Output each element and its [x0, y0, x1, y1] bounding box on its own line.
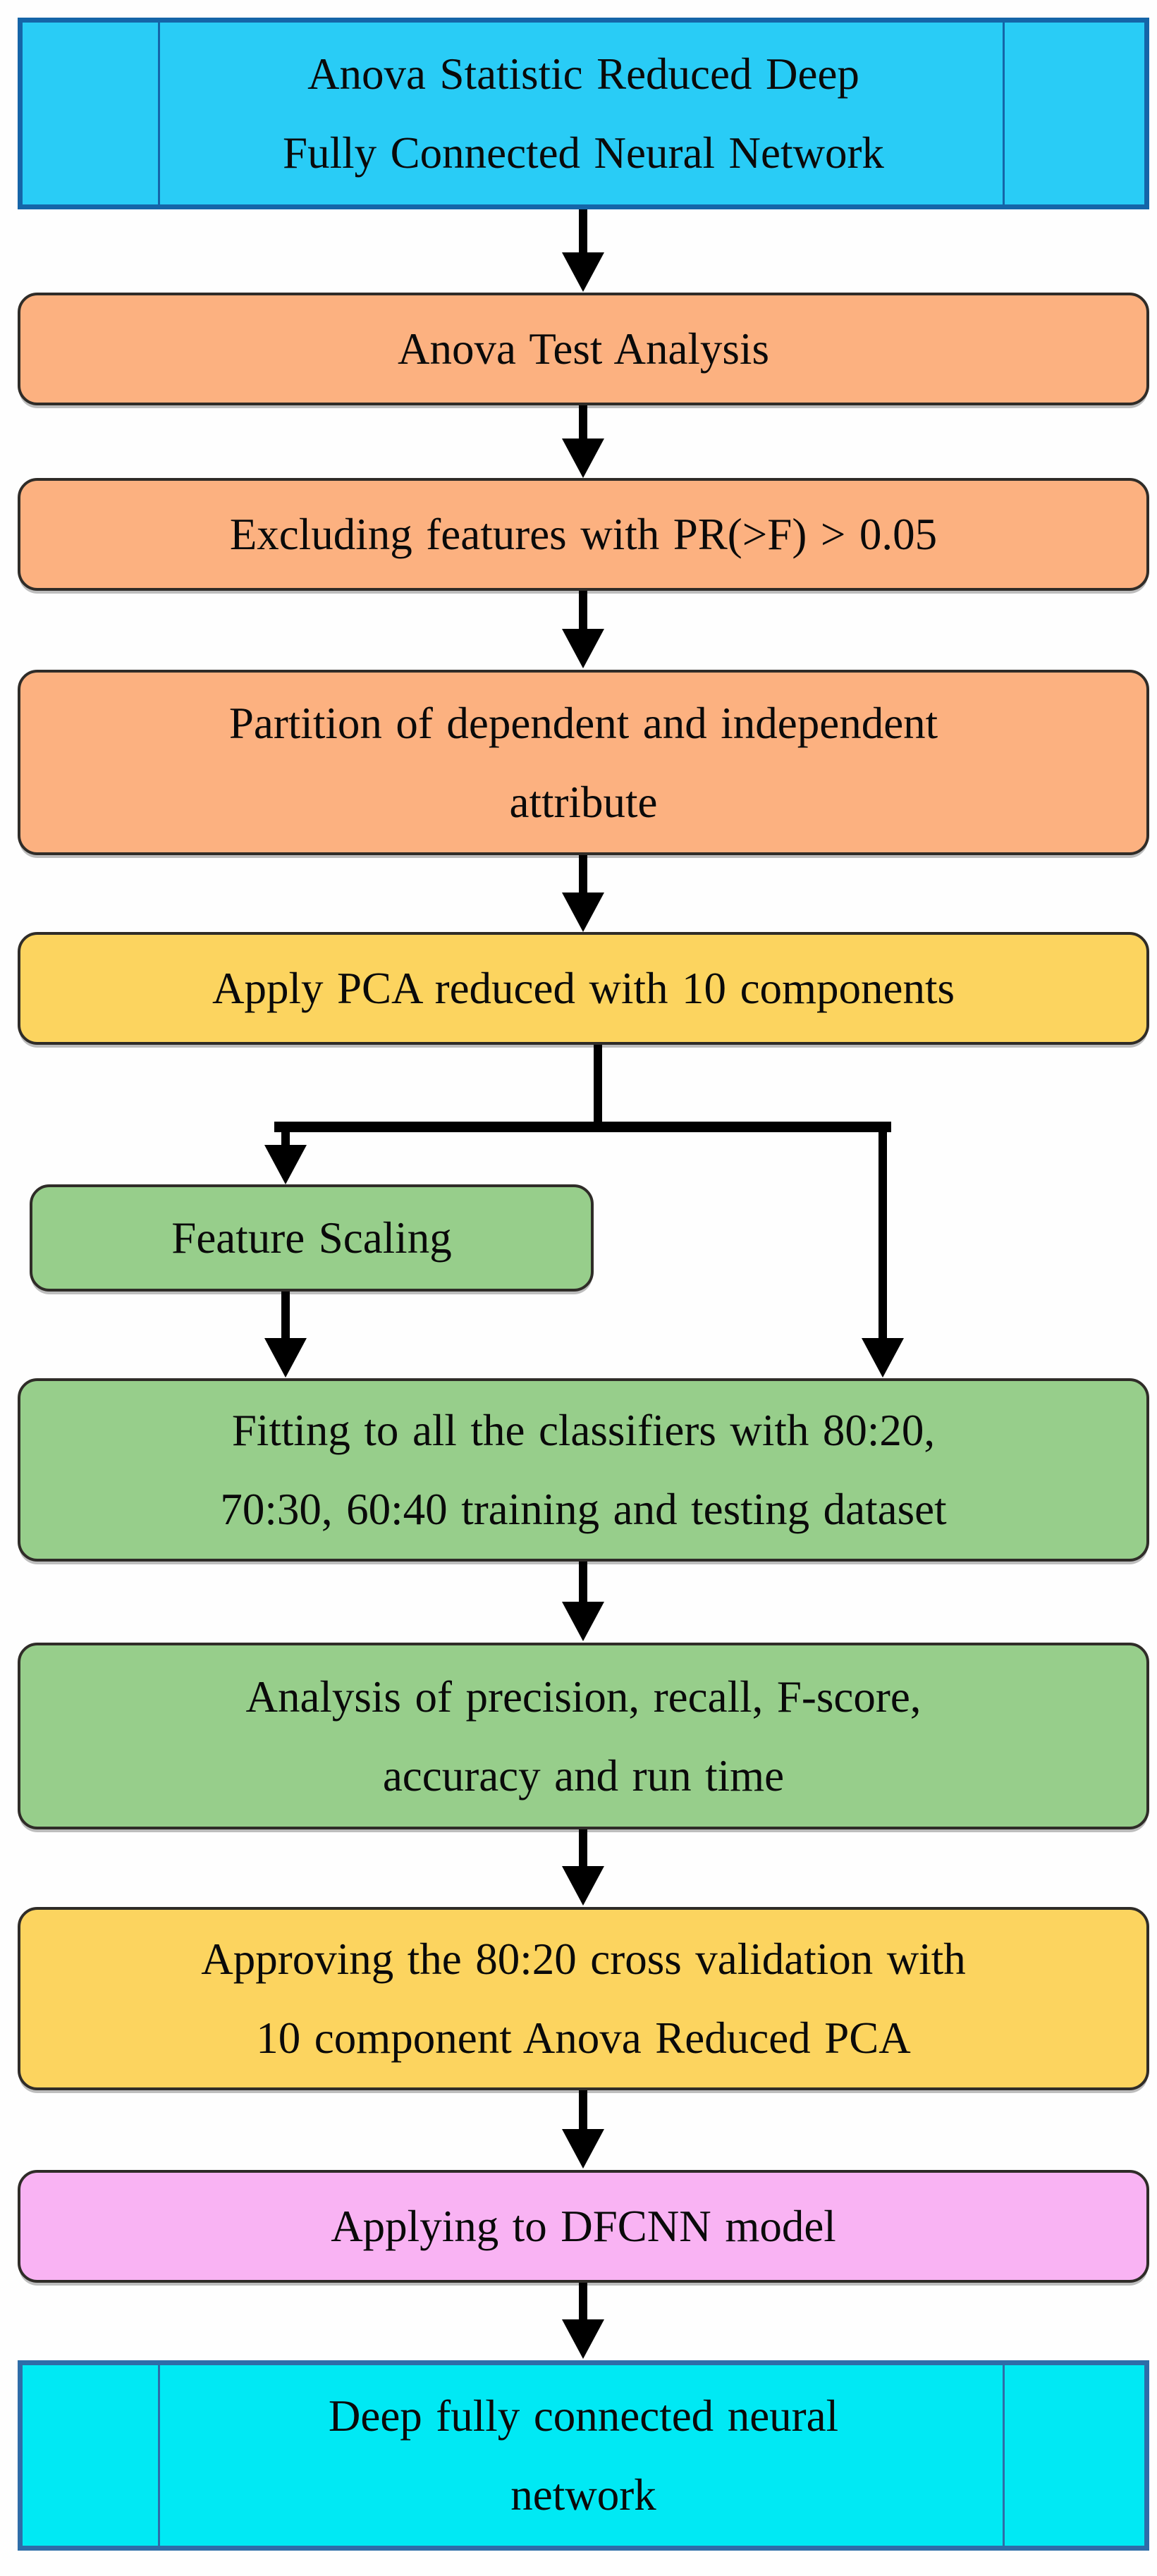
node-label-line: network [510, 2470, 656, 2520]
branch-right-stem [879, 1122, 887, 1339]
node-label-line: Excluding features with PR(>F) > 0.05 [229, 510, 938, 559]
arrow-head-icon [562, 438, 604, 478]
node-label-line: Applying to DFCNN model [331, 2202, 836, 2251]
node-label-line: Fitting to all the classifiers with 80:2… [231, 1406, 936, 1455]
predefined-right-divider [1003, 23, 1005, 204]
arrow-stem [579, 2283, 587, 2321]
node-anova-test-analysis: Anova Test Analysis [18, 293, 1149, 405]
node-label-line: Fully Connected Neural Network [283, 128, 884, 178]
node-label-line: Feature Scaling [171, 1213, 452, 1263]
node-label-line: Apply PCA reduced with 10 components [212, 964, 955, 1013]
node-start-anova-statistic-dfcnn: Anova Statistic Reduced Deep Fully Conne… [18, 18, 1149, 209]
node-label-line: Anova Statistic Reduced Deep [307, 49, 859, 99]
arrow-stem [579, 209, 587, 254]
arrow-head-icon [562, 2319, 604, 2359]
node-label-line: attribute [509, 777, 658, 827]
arrow-head-icon [562, 2129, 604, 2169]
arrow-stem [579, 1562, 587, 1603]
node-label-line: 70:30, 60:40 training and testing datase… [220, 1485, 947, 1534]
node-analysis-metrics: Analysis of precision, recall, F-score, … [18, 1643, 1149, 1829]
node-end-deep-fully-connected: Deep fully connected neural network [18, 2360, 1149, 2551]
branch-horizontal-bar [274, 1122, 891, 1132]
node-label-line: Anova Test Analysis [398, 324, 769, 374]
arrow-stem [579, 855, 587, 894]
node-label-line: Approving the 80:20 cross validation wit… [201, 1934, 966, 1984]
arrow-head-icon [562, 893, 604, 932]
predefined-left-divider [158, 2365, 160, 2546]
arrow-head-icon [562, 629, 604, 668]
node-label-line: Analysis of precision, recall, F-score, [245, 1672, 922, 1722]
arrow-stem [579, 591, 587, 630]
arrow-head-icon [562, 1866, 604, 1906]
node-feature-scaling: Feature Scaling [30, 1184, 594, 1292]
node-label-line: accuracy and run time [382, 1750, 785, 1801]
branch-center-stem [594, 1045, 602, 1132]
node-fitting-classifiers: Fitting to all the classifiers with 80:2… [18, 1378, 1149, 1562]
node-apply-pca: Apply PCA reduced with 10 components [18, 932, 1149, 1045]
arrow-head-icon [264, 1145, 307, 1184]
node-approving-cross-validation: Approving the 80:20 cross validation wit… [18, 1907, 1149, 2090]
arrow-stem [579, 2090, 587, 2130]
arrow-head-icon [562, 252, 604, 292]
arrow-stem [579, 405, 587, 440]
node-excluding-features: Excluding features with PR(>F) > 0.05 [18, 478, 1149, 591]
predefined-left-divider [158, 23, 160, 204]
node-partition-attributes: Partition of dependent and independent a… [18, 670, 1149, 855]
predefined-right-divider [1003, 2365, 1005, 2546]
arrow-head-icon [862, 1338, 904, 1378]
arrow-stem [281, 1292, 290, 1341]
arrow-stem [579, 1829, 587, 1867]
node-applying-dfcnn: Applying to DFCNN model [18, 2170, 1149, 2283]
branch-left-stem [281, 1122, 290, 1146]
node-label-line: 10 component Anova Reduced PCA [256, 2013, 911, 2063]
arrow-head-icon [264, 1338, 307, 1378]
node-label-line: Partition of dependent and independent [228, 698, 938, 748]
arrow-head-icon [562, 1602, 604, 1641]
node-label-line: Deep fully connected neural [328, 2391, 839, 2441]
